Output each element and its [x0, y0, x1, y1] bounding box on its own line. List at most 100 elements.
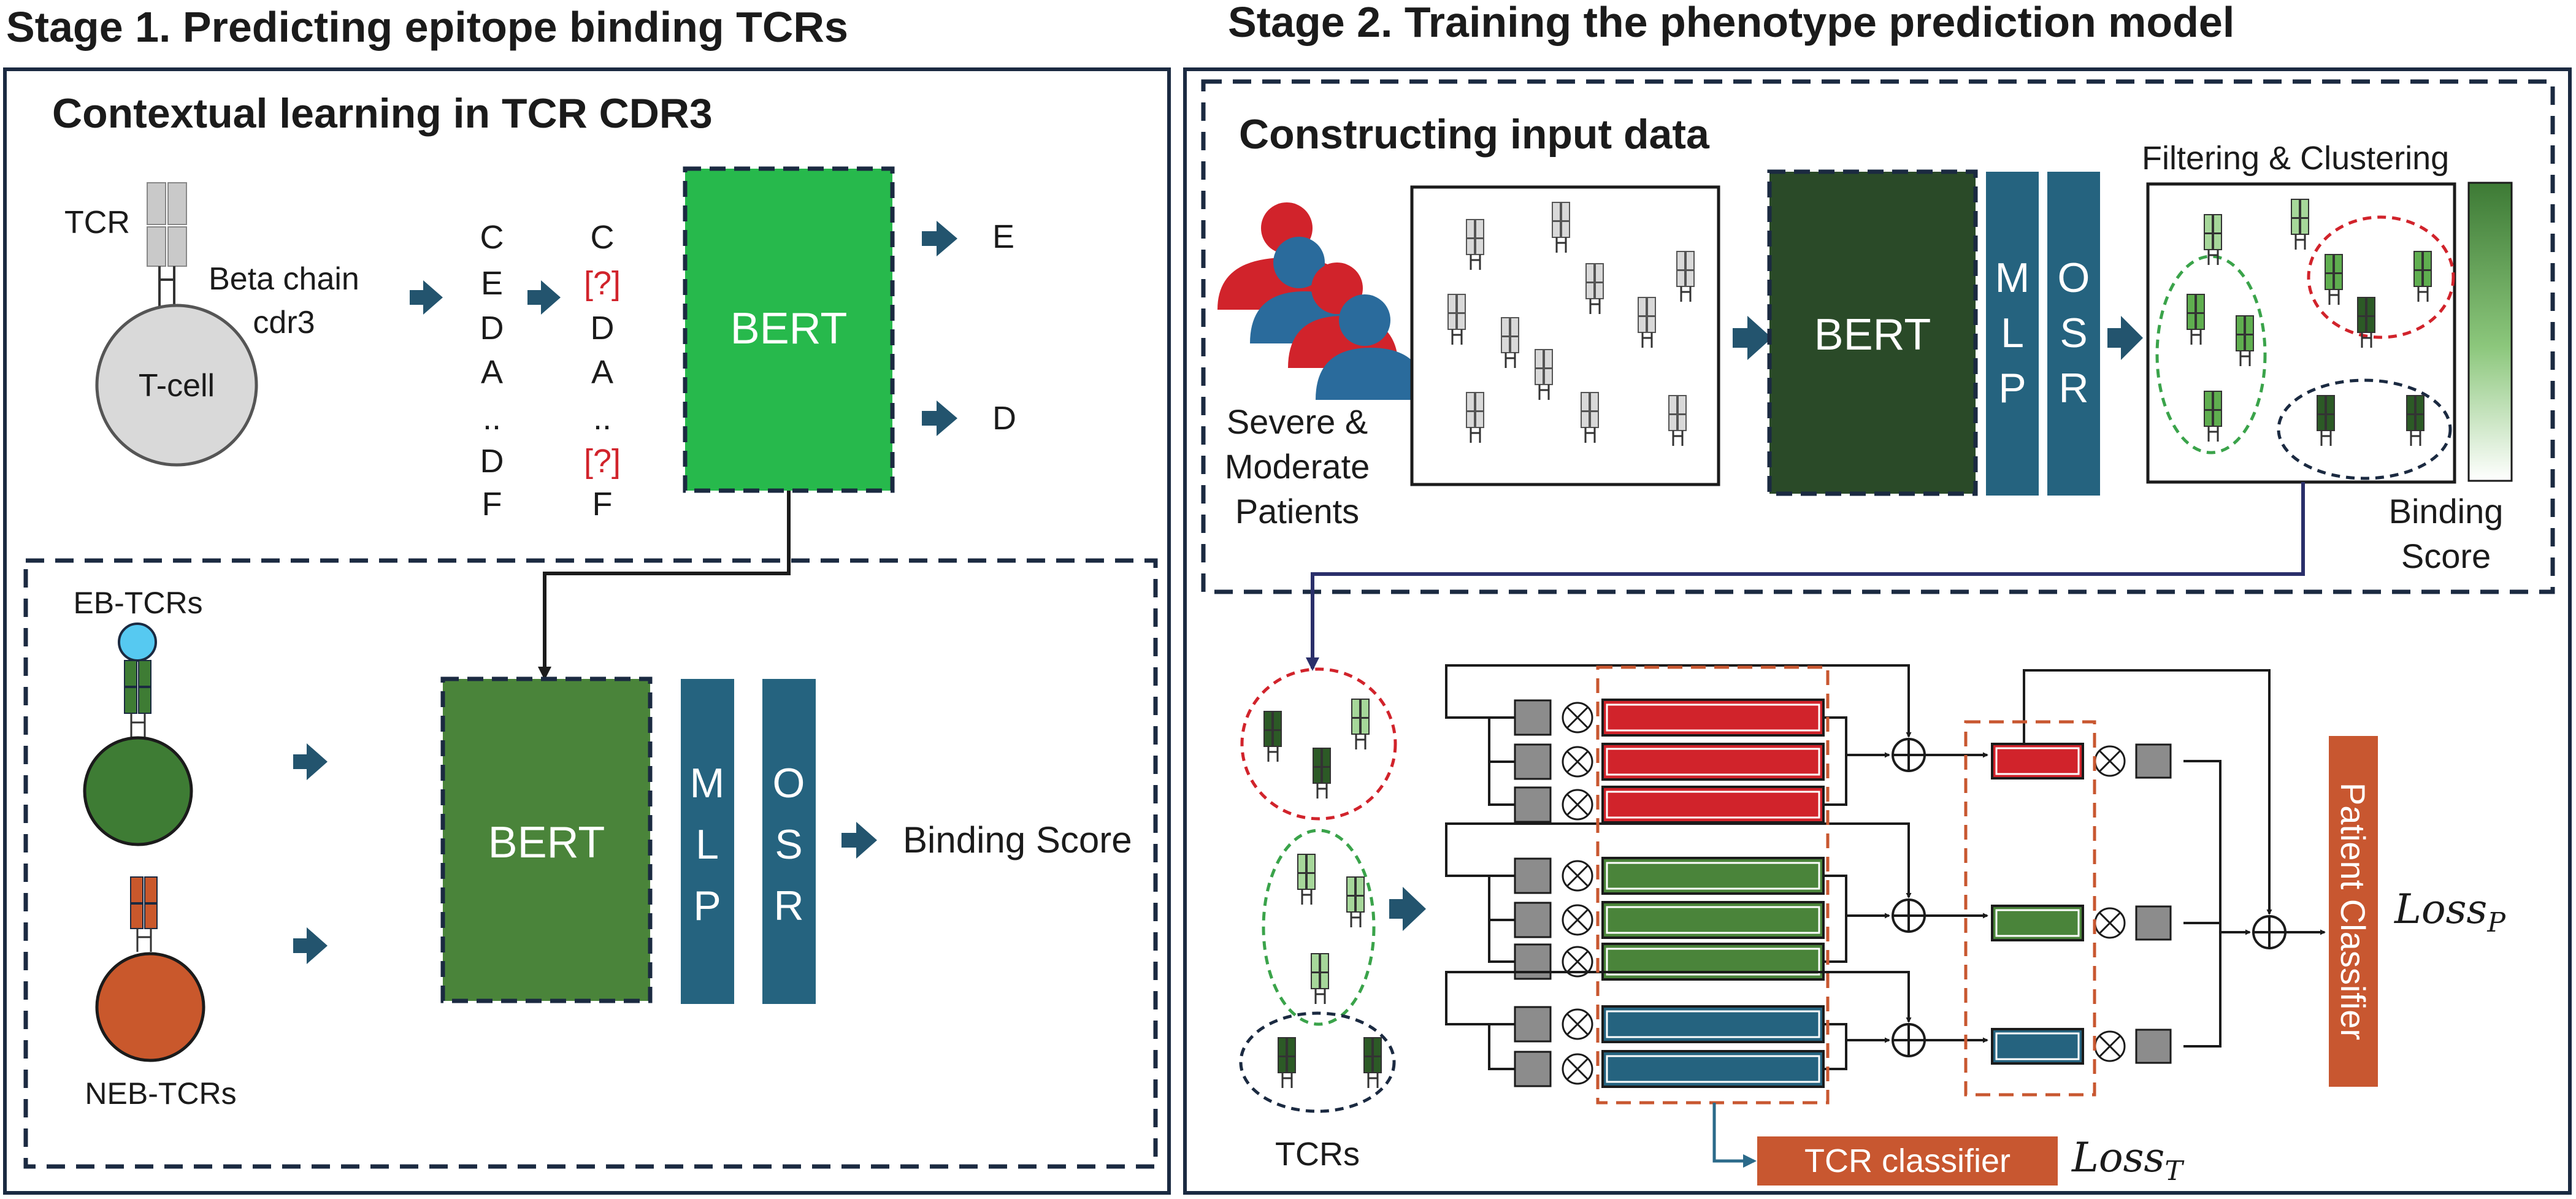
- stage1-subtitle: Contextual learning in TCR CDR3: [52, 90, 713, 137]
- stage1-panel: [3, 67, 1171, 1195]
- cluster-tcr-icon: [1363, 1037, 1382, 1088]
- masked-letter: D: [591, 310, 615, 347]
- osr2-letter-r: R: [2058, 365, 2088, 412]
- patient-classifier-label: Patient Classifier: [2334, 783, 2372, 1040]
- arrow-pred-d: [922, 400, 957, 436]
- stage2-subtitle: Constructing input data: [1239, 111, 1710, 158]
- neb-tcrs-label: NEB-TCRs: [85, 1076, 236, 1111]
- sum-node: [1892, 898, 1926, 933]
- filtered-tcr-icon: [2291, 199, 2309, 250]
- osr-block-stage1: [762, 679, 816, 1004]
- filtered-tcr-icon: [2187, 294, 2205, 345]
- multiply-node: [1562, 746, 1593, 778]
- tcr-icon: [147, 182, 187, 307]
- mlp-letter-m: M: [690, 760, 725, 806]
- neb-cell: [95, 952, 205, 1062]
- navy-cluster-ellipse: [2277, 378, 2452, 480]
- weight-square: [1514, 857, 1552, 894]
- embedding-bar-green: [1601, 857, 1825, 895]
- weight-square: [1514, 786, 1552, 823]
- cluster-embedding-red: [1991, 743, 2084, 780]
- gray-tcr-icon: [1466, 392, 1484, 443]
- embedding-bar-blue: [1601, 1050, 1825, 1088]
- weight-square: [1514, 699, 1552, 736]
- tcrs-label: TCRs: [1275, 1136, 1360, 1173]
- loss-t: LossT: [2071, 1134, 2185, 1187]
- bert-stage2-block: [1767, 169, 1978, 496]
- patients-line-3: Patients: [1235, 492, 1359, 531]
- multiply-node: [2094, 1030, 2126, 1062]
- gray-tcr-icon: [1466, 219, 1484, 270]
- embedding-bar-green: [1601, 901, 1825, 939]
- masked-sequence: C[?]DA..[?]F: [584, 219, 621, 523]
- cluster-tcr-icon: [1313, 748, 1331, 799]
- arrow-neb: [293, 927, 328, 964]
- binding-score-gradient: [2467, 182, 2513, 482]
- gray-tcr-icon: [1535, 349, 1553, 400]
- weight-square: [1514, 902, 1552, 938]
- row-bracket: [1488, 1023, 1515, 1070]
- multiply-node: [1562, 789, 1593, 821]
- mlp-letter-p: P: [693, 883, 721, 929]
- cluster-tcr-icon: [1346, 876, 1365, 927]
- patients-line-2: Moderate: [1225, 447, 1370, 486]
- red-cluster-ellipse: [2307, 215, 2455, 339]
- filtered-tcr-icon: [2406, 395, 2425, 446]
- sum-node: [1892, 738, 1926, 772]
- weight-square: [1514, 743, 1552, 780]
- green-cluster-ellipse: [2155, 255, 2267, 454]
- predicted-d: D: [992, 400, 1016, 437]
- skip-connection-final: [2023, 669, 2272, 915]
- fine-tune-box: [23, 558, 1158, 1169]
- bert-pretrain-label: BERT: [730, 304, 848, 353]
- patients-line-1: Severe &: [1227, 402, 1368, 441]
- cdr3-letter: E: [481, 265, 503, 302]
- gray-tcr-icon: [1638, 297, 1656, 348]
- skip-connection: [1445, 822, 1912, 898]
- osr-letter-r: R: [773, 883, 803, 929]
- tcr-cluster-green: [1262, 829, 1376, 1026]
- mlp2-letter-p: P: [1998, 365, 2026, 412]
- filtered-tcr-icon: [2236, 315, 2254, 366]
- bert-finetune-block: [440, 676, 653, 1003]
- mlp2-letter-l: L: [2001, 310, 2024, 356]
- multiply-node: [2094, 907, 2126, 939]
- patient-classifier-block: [2329, 736, 2378, 1087]
- weight-square: [1514, 943, 1552, 980]
- cluster-embedding-box: [1964, 720, 2096, 1097]
- cluster-weight-square: [2135, 905, 2172, 941]
- cluster-tcr-icon: [1263, 711, 1282, 762]
- masked-letter: F: [592, 486, 613, 523]
- tcr-label: TCR: [64, 205, 130, 240]
- osr-block-stage2: [2047, 172, 2100, 496]
- connector-filtering-to-tcrs: [1306, 482, 2305, 671]
- arrow-to-sequence: [410, 280, 443, 315]
- embedding-bar-red: [1601, 743, 1825, 781]
- filtered-tcr-icon: [2204, 391, 2222, 442]
- skip-connection: [1445, 664, 1912, 738]
- cluster-tcr-icon: [1351, 699, 1370, 749]
- connector-bert-to-bert: [538, 491, 791, 680]
- masked-letter: ..: [593, 400, 611, 437]
- predicted-e: E: [992, 218, 1014, 255]
- arrow-to-attention: [1389, 887, 1426, 931]
- cdr3-letter: ..: [483, 400, 501, 437]
- multiply-node: [1562, 904, 1593, 936]
- stage2-panel: [1183, 67, 2572, 1195]
- eb-cell: [83, 736, 193, 846]
- t-cell: [95, 304, 258, 467]
- filtered-tcr-icon: [2325, 254, 2343, 305]
- gray-tcr-icon: [1447, 294, 1466, 345]
- gray-tcr-icon: [1552, 202, 1570, 253]
- filtered-tcr-icon: [2413, 251, 2432, 302]
- gray-tcr-icon: [1501, 317, 1519, 368]
- cluster-embedding-green: [1991, 905, 2084, 941]
- arrow-to-bert-stage2: [1733, 316, 1772, 360]
- connector-to-tcr-classifier: [1712, 1103, 1757, 1168]
- arrow-to-binding-score: [841, 822, 877, 859]
- cluster-tcr-icon: [1278, 1037, 1296, 1088]
- bert-stage2-label: BERT: [1814, 310, 1931, 359]
- eb-tcr-icon: [118, 622, 157, 738]
- mlp-block-stage1: [681, 679, 734, 1004]
